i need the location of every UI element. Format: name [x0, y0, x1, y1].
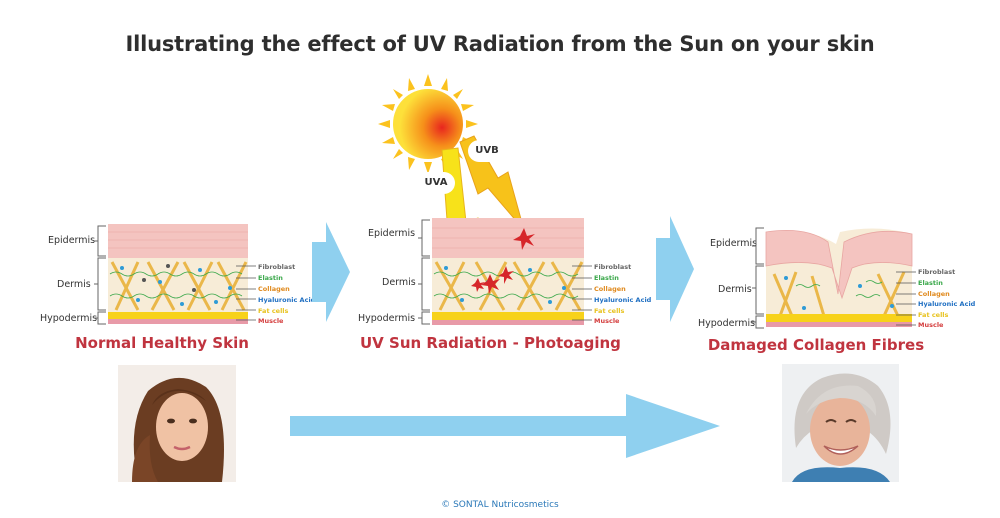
- caption-uv-photoaging: UV Sun Radiation - Photoaging: [360, 334, 621, 352]
- component-label-muscle-3: Muscle: [918, 321, 944, 329]
- layer-label-dermis-3: Dermis: [718, 284, 752, 295]
- component-label-elastin-2: Elastin: [594, 274, 619, 282]
- layer-brackets-3: [752, 227, 764, 329]
- component-label-fat-cells-3: Fat cells: [918, 311, 949, 319]
- layer-label-dermis: Dermis: [57, 279, 91, 290]
- page-title: Illustrating the effect of UV Radiation …: [125, 32, 875, 56]
- skin-cross-section: [108, 224, 248, 324]
- component-label-hyaluronic-acid-2: Hyaluronic Acid: [594, 296, 652, 304]
- component-label-muscle: Muscle: [258, 317, 284, 325]
- component-label-fat-cells: Fat cells: [258, 307, 289, 315]
- layer-label-hypodermis-2: Hypodermis: [358, 313, 416, 324]
- component-label-hyaluronic-acid: Hyaluronic Acid: [258, 296, 316, 304]
- component-leaders: [236, 265, 256, 321]
- caption-normal-skin: Normal Healthy Skin: [75, 334, 249, 352]
- component-label-fat-cells-2: Fat cells: [594, 307, 625, 315]
- layer-label-hypodermis: Hypodermis: [40, 313, 98, 324]
- uvb-label: UVB: [468, 140, 506, 162]
- layer-brackets: [94, 225, 106, 325]
- young-face-photo: [118, 365, 236, 482]
- component-label-muscle-2: Muscle: [594, 317, 620, 325]
- layer-label-epidermis-2: Epidermis: [368, 228, 416, 239]
- component-label-collagen: Collagen: [258, 285, 290, 293]
- big-arrow-right-icon: [290, 394, 720, 458]
- arrow-right-icon-2: [656, 216, 694, 322]
- component-label-fibroblast: Fibroblast: [258, 263, 296, 271]
- component-label-fibroblast-2: Fibroblast: [594, 263, 632, 271]
- layer-label-epidermis-3: Epidermis: [710, 238, 758, 249]
- component-label-elastin: Elastin: [258, 274, 283, 282]
- arrow-right-icon: [312, 222, 350, 322]
- component-label-hyaluronic-acid-3: Hyaluronic Acid: [918, 300, 976, 308]
- layer-brackets-2: [418, 219, 430, 325]
- component-label-collagen-3: Collagen: [918, 290, 950, 298]
- layer-label-dermis-2: Dermis: [382, 277, 416, 288]
- layer-label-epidermis: Epidermis: [48, 235, 96, 246]
- skin-cross-section-damaged: [765, 228, 913, 327]
- uva-label: UVA: [417, 172, 455, 194]
- component-leaders-2: [572, 265, 592, 321]
- skin-cross-section-uv: [432, 218, 584, 325]
- component-label-collagen-2: Collagen: [594, 285, 626, 293]
- copyright-footer: © SONTAL Nutricosmetics: [441, 500, 559, 510]
- layer-label-hypodermis-3: Hypodermis: [698, 318, 756, 329]
- component-leaders-3: [896, 271, 916, 326]
- component-label-fibroblast-3: Fibroblast: [918, 268, 956, 276]
- older-face-photo: [782, 364, 899, 482]
- caption-damaged-collagen: Damaged Collagen Fibres: [707, 336, 925, 354]
- component-label-elastin-3: Elastin: [918, 279, 943, 287]
